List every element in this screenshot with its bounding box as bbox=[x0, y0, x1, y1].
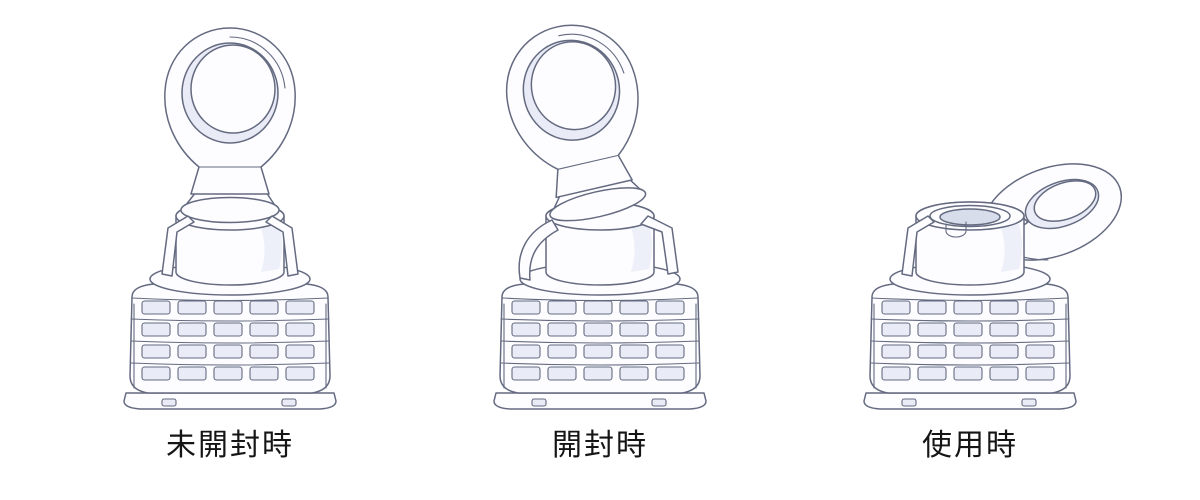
illustration-opened-cap bbox=[492, 16, 707, 410]
illustration-in-use-cap bbox=[863, 163, 1123, 410]
caption-in-use: 使用時 bbox=[922, 429, 1018, 462]
strap-left-detached bbox=[518, 219, 559, 281]
open-spout-mouth bbox=[929, 204, 1011, 238]
figure-unopened: 未開封時 bbox=[60, 16, 400, 464]
illustration-unopened-cap bbox=[123, 27, 337, 410]
caption-opened: 開封時 bbox=[552, 429, 648, 462]
figure-opened: 開封時 bbox=[430, 16, 770, 464]
strap-right-detached bbox=[640, 215, 679, 275]
caption-unopened: 未開封時 bbox=[166, 429, 294, 462]
figure-in-use: 使用時 bbox=[800, 16, 1140, 464]
